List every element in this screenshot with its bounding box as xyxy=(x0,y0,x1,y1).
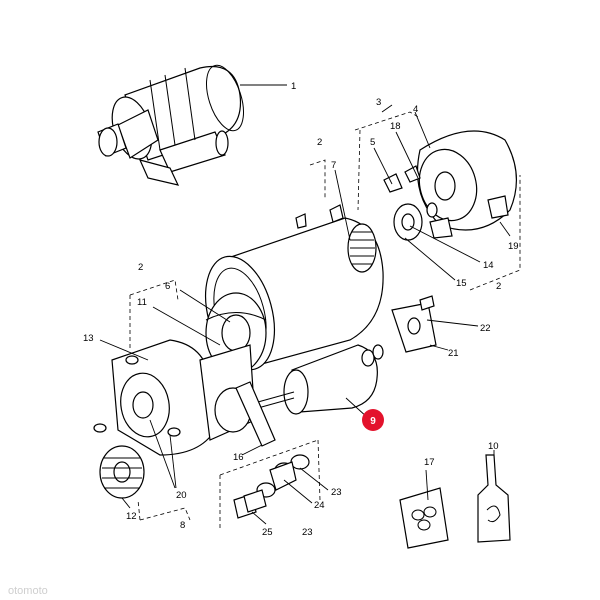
fork-lever xyxy=(235,381,276,447)
callout-22: 22 xyxy=(480,323,491,334)
small-parts-set xyxy=(219,439,321,530)
callout-11: 11 xyxy=(137,297,147,308)
mounting-bracket xyxy=(391,295,437,353)
drive-end-bracket xyxy=(93,339,256,456)
callout-10: 10 xyxy=(488,441,499,452)
callout-6: 6 xyxy=(165,281,170,292)
callout-labels: 1 2 3 4 5 6 7 8 10 11 12 13 14 15 16 17 … xyxy=(83,81,519,538)
callout-5: 5 xyxy=(370,137,375,148)
callout-2-top: 2 xyxy=(317,137,322,148)
callout-25: 25 xyxy=(262,527,273,538)
solenoid xyxy=(257,344,384,415)
callout-12: 12 xyxy=(126,511,137,522)
callout-13: 13 xyxy=(83,333,94,344)
callout-15: 15 xyxy=(456,278,467,289)
callout-16: 16 xyxy=(233,452,244,463)
grease-tube xyxy=(477,454,511,543)
highlighted-callout-9[interactable]: 9 xyxy=(362,409,384,431)
callout-4: 4 xyxy=(413,104,418,115)
armature xyxy=(347,223,377,273)
assembled-starter-motor xyxy=(97,64,244,186)
callout-2-right: 2 xyxy=(496,281,501,292)
callout-7: 7 xyxy=(331,160,336,171)
callout-24: 24 xyxy=(314,500,325,511)
leader-lines xyxy=(99,84,511,525)
callout-19: 19 xyxy=(508,241,519,252)
callout-8: 8 xyxy=(180,520,185,531)
callout-2-left: 2 xyxy=(138,262,143,273)
callout-21: 21 xyxy=(448,348,459,359)
pinion-drive xyxy=(99,445,145,499)
callout-14: 14 xyxy=(483,260,494,271)
callout-23-upper: 23 xyxy=(331,487,342,498)
callout-20: 20 xyxy=(176,490,187,501)
callout-1: 1 xyxy=(291,81,296,92)
highlight-marker[interactable] xyxy=(362,409,384,431)
callout-23-lower: 23 xyxy=(302,527,313,538)
callout-9[interactable]: 9 xyxy=(370,416,376,427)
callout-17: 17 xyxy=(424,457,435,468)
callout-18: 18 xyxy=(390,121,401,132)
watermark: otomoto xyxy=(8,585,48,597)
gasket-kit-bag xyxy=(399,487,449,549)
callout-3: 3 xyxy=(376,97,381,108)
